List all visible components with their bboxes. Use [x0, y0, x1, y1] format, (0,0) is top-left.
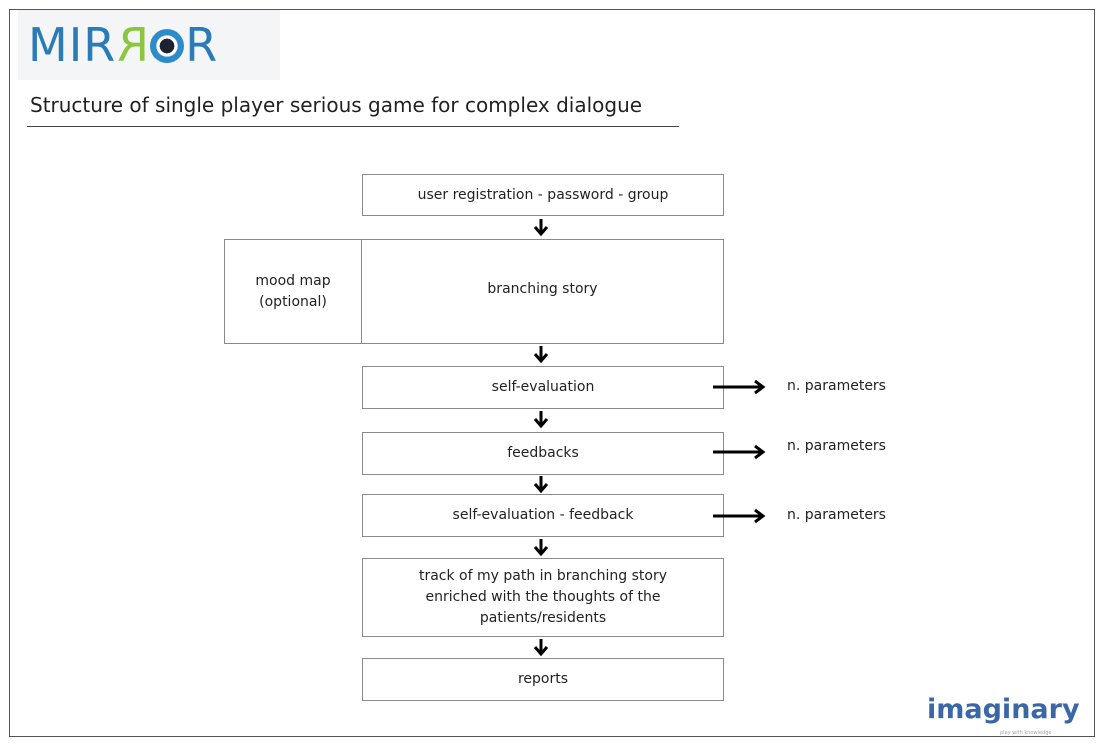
track-label-line2: enriched with the thoughts of the [425, 589, 661, 605]
self-eval-feedback-box: self-evaluation - feedback [362, 494, 724, 537]
logo-text-end: R [185, 18, 219, 72]
title-underline [27, 126, 679, 127]
arrow-right-3 [713, 508, 766, 524]
registration-box: user registration - password - group [362, 174, 724, 216]
branching-story-label: branching story [487, 281, 598, 297]
arrow-right-2 [713, 444, 766, 460]
eye-icon [150, 29, 185, 63]
mood-map-box: mood map (optional) [224, 239, 362, 344]
parameters-label-2: n. parameters [787, 438, 886, 454]
reports-label: reports [517, 671, 569, 687]
parameters-label-3: n. parameters [787, 507, 886, 523]
parameters-label-1: n. parameters [787, 378, 886, 394]
arrow-right-1 [713, 379, 766, 395]
diagram-title: Structure of single player serious game … [30, 93, 643, 117]
track-label-line1: track of my path in branching story [418, 568, 668, 584]
arrow-down-3 [533, 411, 549, 429]
arrow-down-5 [533, 539, 549, 557]
branching-story-box: branching story [361, 239, 724, 344]
arrow-down-6 [533, 639, 549, 657]
imaginary-tagline: play with knowledge [1000, 730, 1052, 736]
self-evaluation-label: self-evaluation [491, 379, 595, 395]
track-label-line3: patients/residents [479, 610, 607, 626]
feedbacks-box: feedbacks [362, 432, 724, 475]
self-evaluation-box: self-evaluation [362, 366, 724, 409]
feedbacks-label: feedbacks [507, 445, 579, 461]
mood-map-label: mood map [255, 272, 331, 289]
mood-map-optional-label: (optional) [259, 293, 327, 310]
imaginary-logo: imaginary [927, 694, 1080, 725]
reports-box: reports [362, 658, 724, 701]
registration-label: user registration - password - group [417, 186, 669, 203]
logo-mirrored-letter: R [116, 18, 150, 72]
arrow-down-2 [533, 346, 549, 364]
arrow-down-4 [533, 476, 549, 494]
self-eval-feedback-label: self-evaluation - feedback [452, 507, 634, 523]
arrow-down-1 [533, 219, 549, 237]
logo-text-start: MIR [28, 18, 117, 72]
track-box: track of my path in branching story enri… [362, 558, 724, 637]
